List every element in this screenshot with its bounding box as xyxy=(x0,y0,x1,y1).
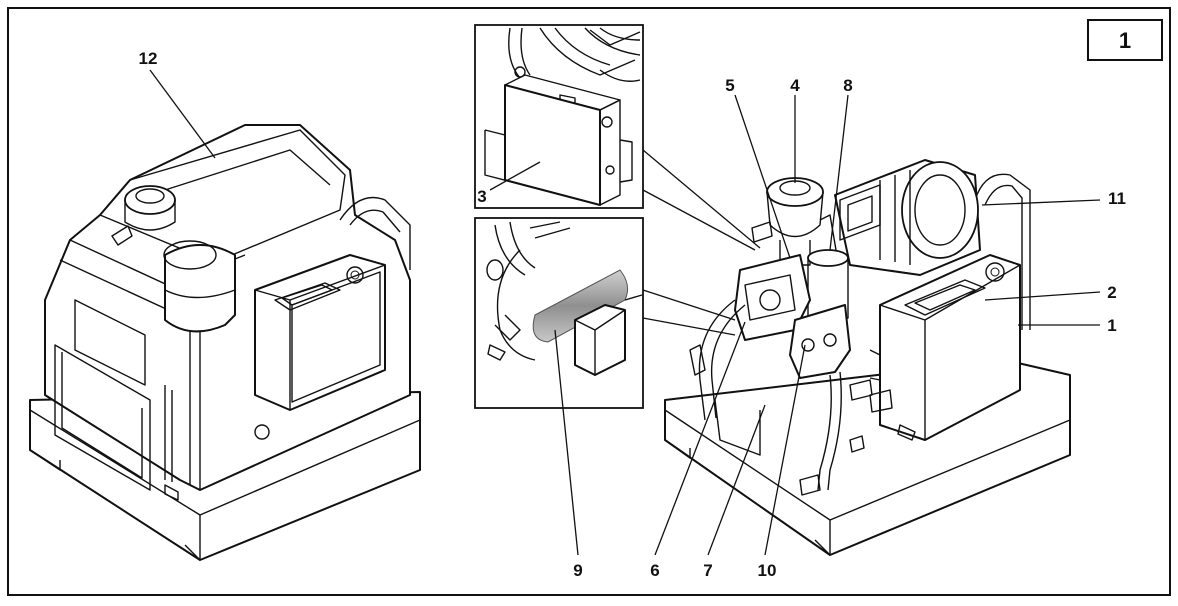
inset-filter-detail xyxy=(474,24,644,209)
callout-2: 2 xyxy=(1107,283,1116,302)
inset-connector-line xyxy=(642,289,736,321)
leader-lines xyxy=(149,69,1101,556)
callout-10: 10 xyxy=(758,561,777,580)
callout-7: 7 xyxy=(703,561,712,580)
callout-4: 4 xyxy=(790,76,800,95)
callout-9: 9 xyxy=(573,561,582,580)
callout-12: 12 xyxy=(139,49,158,68)
callout-8: 8 xyxy=(843,76,852,95)
control-box-left xyxy=(254,254,386,411)
figure-number: 1 xyxy=(1119,28,1131,53)
inset-connector-line xyxy=(642,149,761,249)
tank-bottle xyxy=(163,240,236,333)
right-unit-open xyxy=(664,159,1071,556)
callout-1: 1 xyxy=(1107,316,1116,335)
tank-cap-left xyxy=(111,185,176,246)
motor xyxy=(834,159,981,276)
control-box-right xyxy=(879,254,1021,441)
callout-6: 6 xyxy=(650,561,659,580)
callout-5: 5 xyxy=(725,76,734,95)
inset-connector-line xyxy=(642,189,756,251)
callout-11: 11 xyxy=(1108,189,1126,208)
inset-hose-detail xyxy=(474,217,644,409)
inset-connector-line xyxy=(642,317,736,336)
outer-border xyxy=(7,7,1171,596)
figure-number-box: 1 xyxy=(1087,19,1163,61)
callout-3: 3 xyxy=(477,187,486,206)
callout-labels: 12 3 5 4 8 11 2 1 9 6 7 10 xyxy=(139,49,1126,580)
left-unit-tank xyxy=(29,124,421,561)
